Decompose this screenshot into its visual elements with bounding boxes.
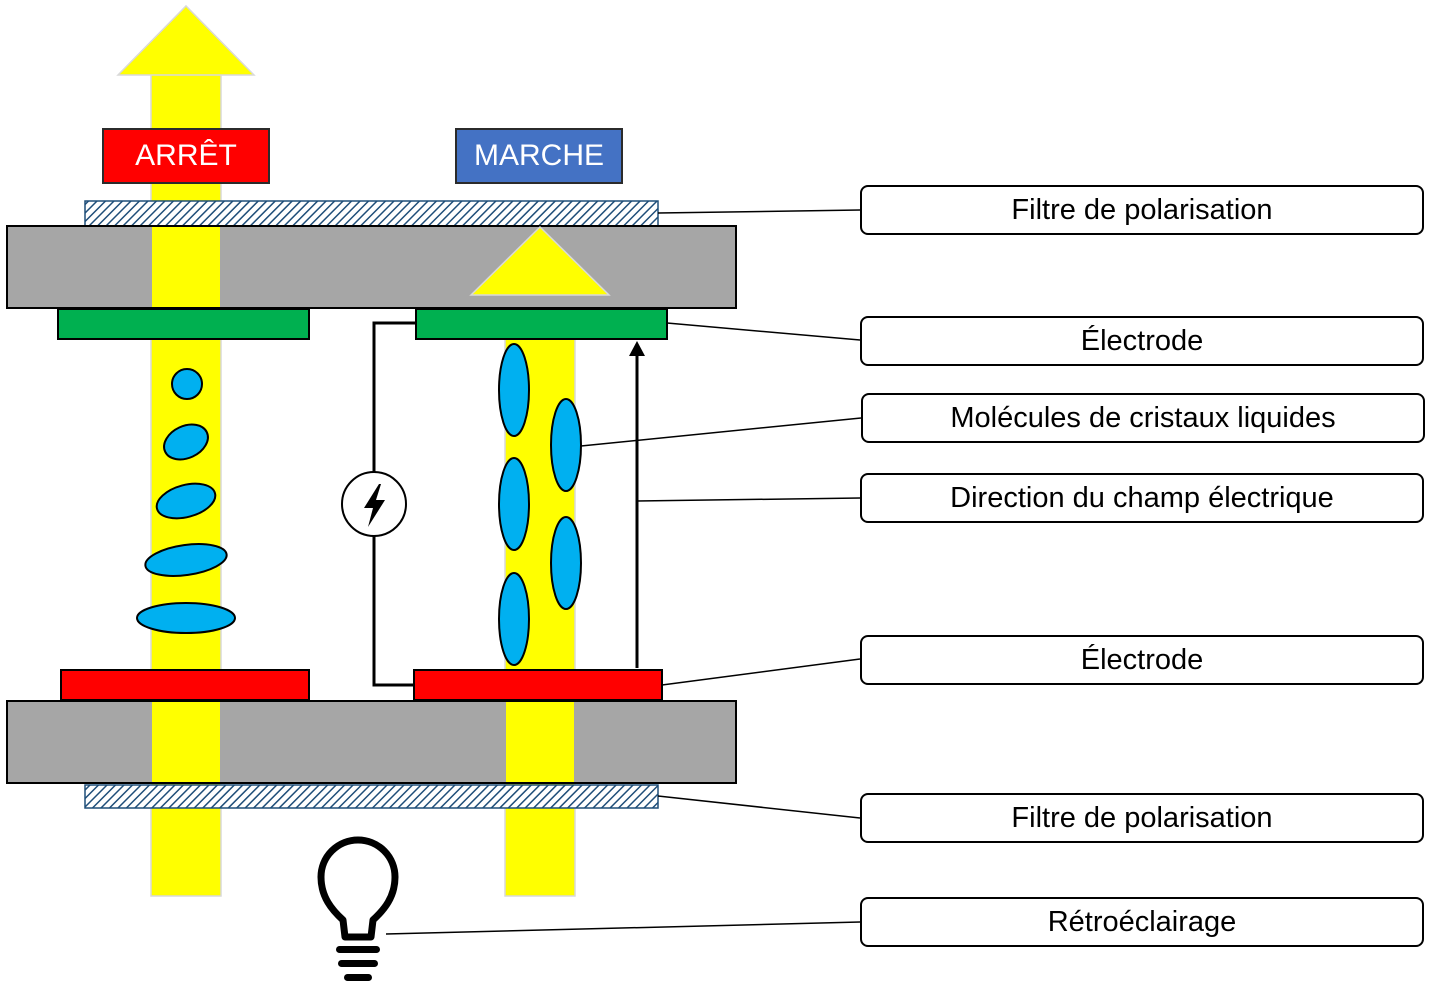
label-bottom-electrode: Électrode — [860, 635, 1424, 685]
leader-lines — [385, 209, 862, 935]
liquid-crystal-molecules-on — [498, 343, 582, 666]
top-polarizer — [84, 200, 659, 227]
light-arrowhead-off — [116, 4, 256, 76]
label-liquid-crystal-molecules: Molécules de cristaux liquides — [861, 393, 1425, 443]
bottom-electrode-off — [60, 669, 310, 701]
bottom-glass — [6, 700, 737, 784]
label-top-electrode: Électrode — [860, 316, 1424, 366]
light-bulb-icon — [317, 836, 399, 981]
top-electrode-on — [415, 308, 668, 340]
bottom-polarizer — [84, 784, 659, 809]
label-electric-field-direction: Direction du champ électrique — [860, 473, 1424, 523]
electric-field-arrow — [629, 341, 645, 668]
label-backlight: Rétroéclairage — [860, 897, 1424, 947]
bottom-electrode-on — [413, 669, 663, 701]
label-top-polarizer: Filtre de polarisation — [860, 185, 1424, 235]
top-electrode-off — [57, 308, 310, 340]
top-glass — [6, 225, 737, 309]
state-off-badge: ARRÊT — [102, 128, 270, 184]
label-bottom-polarizer: Filtre de polarisation — [860, 793, 1424, 843]
state-on-badge: MARCHE — [455, 128, 623, 184]
liquid-crystal-molecules-off — [136, 368, 236, 634]
lightning-bolt-icon — [341, 471, 407, 537]
light-arrowhead-on — [469, 225, 611, 296]
